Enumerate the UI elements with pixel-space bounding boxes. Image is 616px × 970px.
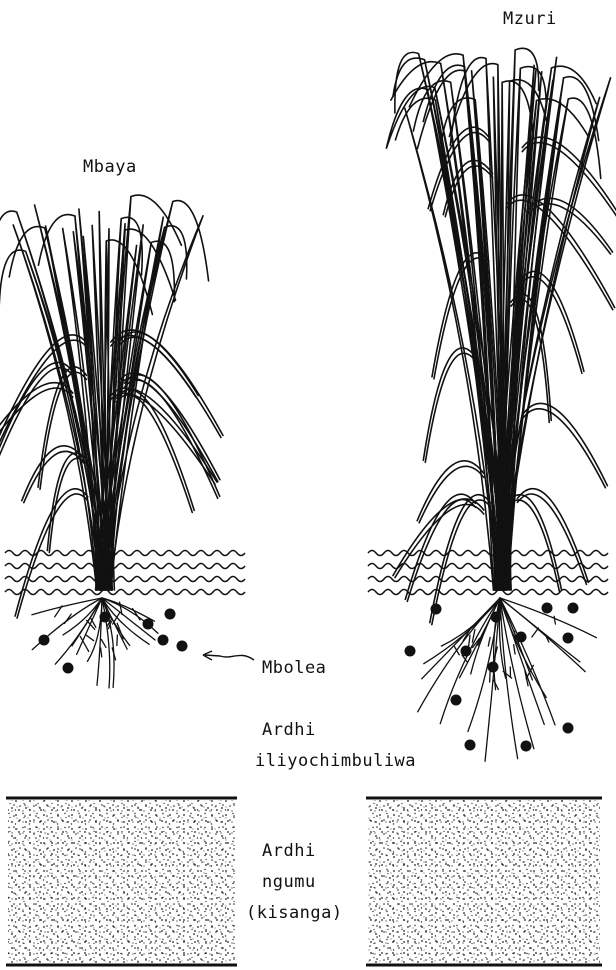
water-wave-line bbox=[5, 590, 245, 595]
fertilizer-pellet bbox=[542, 603, 553, 614]
hard-soil-block-right bbox=[366, 798, 602, 965]
label-hard-soil-line2: ngumu bbox=[262, 872, 316, 892]
drooping-leaf-edge bbox=[407, 500, 475, 602]
rootlet bbox=[554, 616, 555, 624]
fertilizer-pellet bbox=[100, 612, 111, 623]
fertilizer-pellet bbox=[63, 663, 74, 674]
root bbox=[77, 598, 102, 654]
label-good: Mzuri bbox=[503, 9, 557, 29]
root bbox=[97, 598, 102, 685]
water-wave-line bbox=[5, 577, 245, 582]
fertilizer-pellets-right bbox=[405, 603, 579, 752]
label-plowed-soil-line1: Ardhi bbox=[262, 720, 316, 740]
drooping-leaf-edge bbox=[517, 494, 586, 584]
water-wave-line bbox=[5, 551, 245, 556]
water-wave-line bbox=[368, 577, 608, 582]
fertilizer-pellet bbox=[516, 632, 527, 643]
drooping-leaf bbox=[417, 461, 484, 521]
fertilizer-pellet bbox=[491, 612, 502, 623]
hard-soil-block-left bbox=[6, 798, 237, 965]
rootlet bbox=[514, 645, 515, 654]
roots-left bbox=[32, 598, 158, 688]
fertilizer-pellet bbox=[165, 609, 176, 620]
rootlet bbox=[488, 637, 490, 646]
fertilizer-pellet bbox=[177, 641, 188, 652]
rootlet bbox=[532, 628, 538, 637]
rootlet bbox=[101, 648, 102, 657]
fertilizer-pellet bbox=[568, 603, 579, 614]
label-bad: Mbaya bbox=[83, 157, 137, 177]
fertilizer-pellet bbox=[461, 646, 472, 657]
fertilizer-pellet bbox=[143, 619, 154, 630]
fertilizer-pointer-line bbox=[205, 655, 254, 660]
fertilizer-pellet bbox=[521, 741, 532, 752]
fertilizer-pellet bbox=[431, 604, 442, 615]
fertilizer-pellet bbox=[39, 635, 50, 646]
rootlet bbox=[117, 635, 118, 645]
root bbox=[441, 598, 500, 646]
water-wave-line bbox=[368, 551, 608, 556]
roots-right bbox=[418, 598, 597, 761]
label-hard-soil-line1: Ardhi bbox=[262, 841, 316, 861]
leaf-tip bbox=[173, 201, 209, 281]
fertilizer-pellet bbox=[563, 723, 574, 734]
water-surface-left bbox=[5, 551, 245, 595]
fertilizer-pellet bbox=[405, 646, 416, 657]
label-plowed-soil-line2: iliyochimbuliwa bbox=[255, 751, 416, 771]
label-hard-soil-line3: (kisanga) bbox=[246, 903, 343, 923]
fertilizer-pellet bbox=[158, 635, 169, 646]
fertilizer-pellet bbox=[563, 633, 574, 644]
rootlet bbox=[490, 671, 491, 682]
drooping-leaf bbox=[517, 489, 588, 583]
fertilizer-pellet bbox=[465, 740, 476, 751]
water-wave-line bbox=[5, 564, 245, 569]
leaf-tip bbox=[131, 195, 181, 245]
fertilizer-pellet bbox=[488, 662, 499, 673]
drooping-leaf-edge bbox=[523, 409, 605, 488]
drooping-leaf bbox=[523, 403, 607, 485]
water-wave-line bbox=[368, 564, 608, 569]
rootlet bbox=[86, 635, 94, 641]
root bbox=[485, 598, 500, 761]
water-wave-line bbox=[368, 590, 608, 595]
fertilizer-pellet bbox=[451, 695, 462, 706]
leaf-tip bbox=[393, 58, 425, 96]
rootlet bbox=[101, 639, 106, 647]
label-fertilizer: Mbolea bbox=[262, 658, 326, 678]
good-rice-plant bbox=[386, 48, 616, 624]
